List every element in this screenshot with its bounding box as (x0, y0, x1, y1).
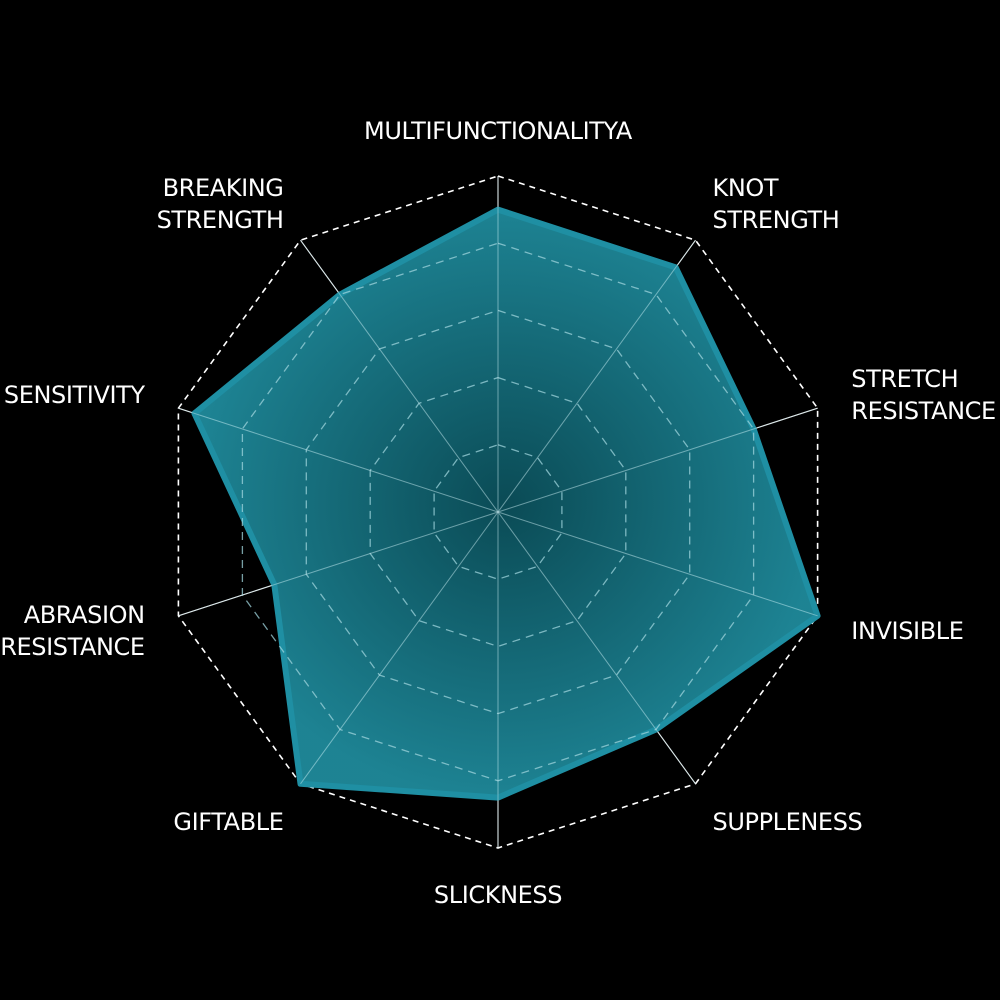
axis-label-line: STRENGTH (157, 206, 284, 234)
axis-label-line: GIFTABLE (173, 808, 283, 836)
axis-label-line: SUPPLENESS (713, 808, 863, 836)
axis-label: BREAKING STRENGTH (157, 174, 284, 234)
axis-spoke-overlay (178, 407, 499, 513)
axis-labels: MULTIFUNCTIONALITYA KNOT STRENGTH STRETCH RE… (0, 117, 996, 909)
radar-grid-overlay (178, 176, 818, 848)
axis-spoke-overlay (497, 511, 818, 617)
grid-ring-4 (241, 242, 755, 782)
axis-label: ABRASION RESISTANCE (0, 601, 144, 661)
axis-label: INVISIBLE (851, 617, 963, 645)
axis-spoke-overlay (497, 511, 696, 785)
axis-label-line: MULTIFUNCTIONALITYA (364, 117, 633, 145)
axis-label: SUPPLENESS (713, 808, 863, 836)
axis-label-line: INVISIBLE (851, 617, 963, 645)
axis-label: SLICKNESS (434, 881, 562, 909)
axis-spoke-overlay (497, 407, 818, 513)
axis-label: STRETCH RESISTANCE (851, 365, 995, 425)
axis-label-line: RESISTANCE (0, 633, 144, 661)
grid-ring-3 (305, 309, 691, 715)
axis-label-line: BREAKING (163, 174, 284, 202)
axis-label-line: RESISTANCE (851, 397, 995, 425)
axis-label: SENSITIVITY (4, 381, 146, 409)
series-area (191, 206, 821, 801)
axis-label-line: SENSITIVITY (4, 381, 146, 409)
axis-spoke-overlay (178, 511, 499, 617)
axis-label: KNOT STRENGTH (713, 174, 840, 234)
axis-label: MULTIFUNCTIONALITYA (364, 117, 633, 145)
axis-label-line: ABRASION (24, 601, 145, 629)
axis-label-line: SLICKNESS (434, 881, 562, 909)
axis-label-line: KNOT (713, 174, 779, 202)
axis-label: GIFTABLE (173, 808, 283, 836)
radar-series (191, 206, 821, 801)
axis-spoke-overlay (300, 511, 499, 785)
axis-label-line: STRETCH (851, 365, 958, 393)
axis-label-line: STRENGTH (713, 206, 840, 234)
grid-ring-2 (369, 376, 627, 648)
axis-spoke-overlay (497, 239, 696, 513)
axis-spoke-overlay (300, 239, 499, 513)
